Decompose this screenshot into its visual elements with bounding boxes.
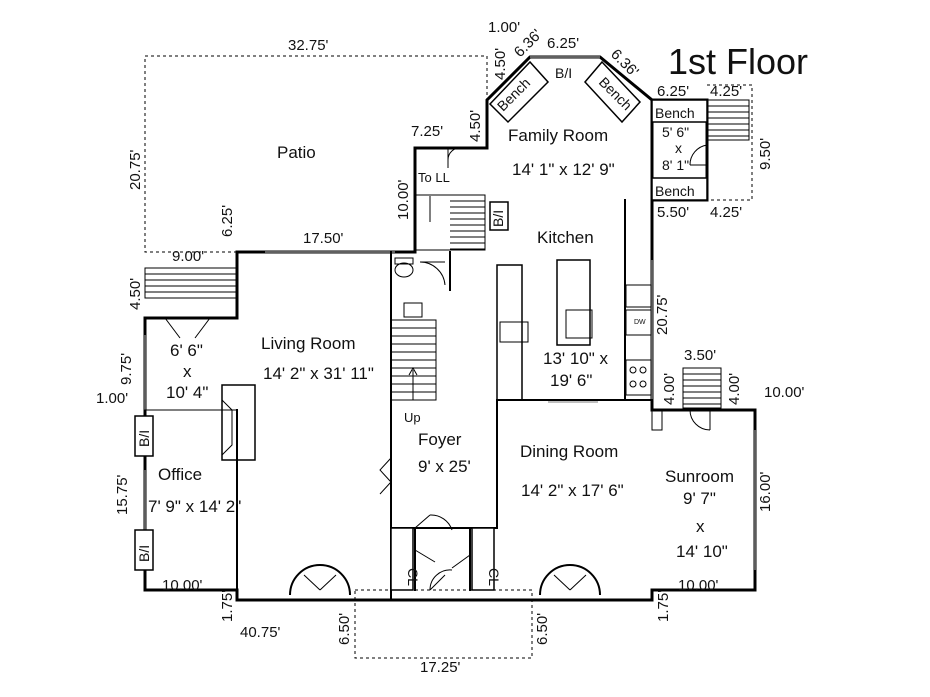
living-room-name: Living Room bbox=[261, 334, 356, 353]
dim-10-00-right: 10.00' bbox=[764, 384, 805, 401]
sunroom-name: Sunroom bbox=[665, 467, 734, 486]
dim-7-25: 7.25' bbox=[411, 123, 443, 140]
mudroom-by: x bbox=[675, 140, 682, 156]
dim-10-00-bottom-left: 10.00' bbox=[162, 577, 203, 594]
stairs-up-label: Up bbox=[404, 410, 421, 425]
stairs-to-lower-level bbox=[414, 194, 486, 251]
page-title: 1st Floor bbox=[668, 41, 808, 82]
sunroom-width: 9' 7" bbox=[683, 489, 716, 508]
sunroom-by: x bbox=[696, 517, 705, 536]
built-in-label-family: B/I bbox=[490, 210, 506, 227]
dim-16-00: 16.00' bbox=[757, 471, 774, 512]
dim-17-50: 17.50' bbox=[303, 230, 344, 247]
dim-1-00-top: 1.00' bbox=[488, 19, 520, 36]
built-ins bbox=[134, 60, 708, 591]
windows bbox=[144, 56, 756, 570]
dim-3-50: 3.50' bbox=[684, 347, 716, 364]
mudroom-deck-steps bbox=[706, 99, 750, 141]
dim-9-50: 9.50' bbox=[757, 138, 774, 170]
closet-label-left: CL bbox=[405, 568, 421, 586]
vestibule-width: 6' 6" bbox=[170, 341, 203, 360]
foyer-size: 9' x 25' bbox=[418, 457, 471, 476]
dim-10-00-stair: 10.00' bbox=[395, 179, 412, 220]
dim-15-75: 15.75' bbox=[114, 474, 131, 515]
family-room-size: 14' 1" x 12' 9" bbox=[512, 160, 615, 179]
patio-steps bbox=[144, 267, 238, 299]
dim-17-25: 17.25' bbox=[420, 659, 461, 676]
dim-9-00: 9.00' bbox=[172, 248, 204, 265]
mudroom-height: 8' 1" bbox=[662, 157, 689, 173]
dim-6-50-left: 6.50' bbox=[336, 613, 353, 645]
dim-4-25-top: 4.25' bbox=[710, 83, 742, 100]
dim-40-75: 40.75' bbox=[240, 624, 281, 641]
dim-10-00-bottom-right: 10.00' bbox=[678, 577, 719, 594]
family-room-name: Family Room bbox=[508, 126, 608, 145]
dim-1-75-right: 1.75' bbox=[655, 590, 672, 622]
dim-4-00-b: 4.00' bbox=[726, 373, 743, 405]
doors bbox=[164, 144, 711, 596]
office-name: Office bbox=[158, 465, 202, 484]
built-in-label-bay: B/I bbox=[555, 65, 572, 81]
living-room-size: 14' 2" x 31' 11" bbox=[263, 364, 374, 383]
dim-6-25-right: 6.25' bbox=[657, 83, 689, 100]
foyer-name: Foyer bbox=[418, 430, 462, 449]
dim-1-00-left: 1.00' bbox=[96, 390, 128, 407]
dim-4-00-a: 4.00' bbox=[661, 373, 678, 405]
dim-patio-left: 20.75' bbox=[127, 149, 144, 190]
fireplace bbox=[221, 384, 256, 461]
bench-label-mudroom-top: Bench bbox=[655, 105, 695, 121]
vestibule-by: x bbox=[183, 362, 192, 381]
vestibule-height: 10' 4" bbox=[166, 383, 208, 402]
built-in-label-office-top: B/I bbox=[136, 430, 152, 447]
front-porch-outline bbox=[354, 589, 533, 659]
kitchen-size-width: 13' 10" x bbox=[543, 349, 609, 368]
dim-5-50: 5.50' bbox=[657, 204, 689, 221]
bench-label-mudroom-bottom: Bench bbox=[655, 183, 695, 199]
powder-room-fixtures bbox=[394, 257, 423, 318]
stairs-up bbox=[390, 319, 437, 401]
dim-6-25-top: 6.25' bbox=[547, 35, 579, 52]
mudroom-width: 5' 6" bbox=[662, 124, 689, 140]
to-lower-level-label: To LL bbox=[418, 170, 450, 185]
office-size: 7' 9" x 14' 2" bbox=[148, 497, 241, 516]
dim-4-50-family: 4.50' bbox=[467, 110, 484, 142]
dim-20-75-right: 20.75' bbox=[654, 294, 671, 335]
dining-room-name: Dining Room bbox=[520, 442, 618, 461]
dim-6-50-right: 6.50' bbox=[534, 613, 551, 645]
dim-4-25-bottom: 4.25' bbox=[710, 204, 742, 221]
kitchen-fixtures bbox=[496, 259, 663, 431]
dim-6-25-left: 6.25' bbox=[219, 205, 236, 237]
kitchen-size-height: 19' 6" bbox=[550, 371, 592, 390]
dim-4-50-left: 4.50' bbox=[127, 278, 144, 310]
patio-label: Patio bbox=[277, 143, 316, 162]
dining-room-size: 14' 2" x 17' 6" bbox=[521, 481, 624, 500]
dim-9-75: 9.75' bbox=[118, 353, 135, 385]
dim-patio-top: 32.75' bbox=[288, 37, 329, 54]
kitchen-name: Kitchen bbox=[537, 228, 594, 247]
sunroom-height: 14' 10" bbox=[676, 542, 728, 561]
dim-4-50-bay: 4.50' bbox=[492, 48, 509, 80]
dim-1-75-left: 1.75' bbox=[219, 590, 236, 622]
built-in-label-office-bottom: B/I bbox=[136, 545, 152, 562]
closet-label-right: CL bbox=[486, 568, 502, 586]
patio-outline bbox=[144, 55, 488, 253]
mudroom-deck-outline bbox=[707, 84, 753, 201]
sunroom-steps bbox=[682, 367, 722, 409]
dishwasher-label: DW bbox=[634, 319, 646, 326]
